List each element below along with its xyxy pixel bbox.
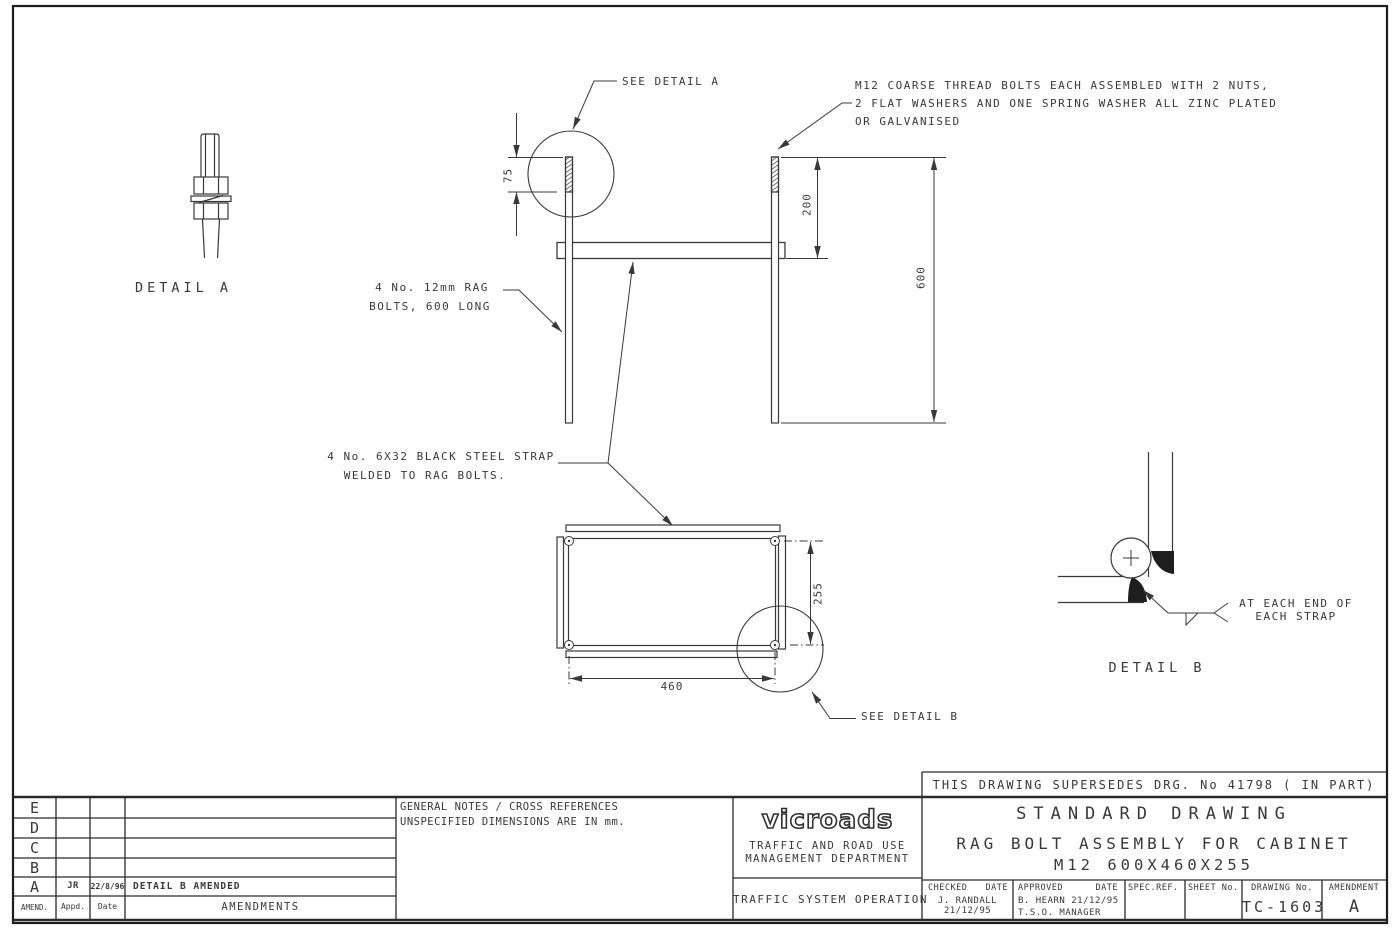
approved-name: B. HEARN 21/12/95 — [1018, 896, 1119, 906]
sheet-border — [11, 4, 1389, 925]
title-block-grid — [13, 771, 1387, 922]
detail-a-view — [190, 133, 232, 259]
weld-note-line2: EACH STRAP — [1255, 610, 1337, 623]
department-line1: TRAFFIC AND ROAD USE — [749, 840, 906, 852]
date-footer-label: Date — [97, 902, 118, 911]
approved-date-label: DATE — [1095, 883, 1118, 893]
dim-width-460: 460 — [660, 680, 684, 693]
amend-row-letter: D — [29, 819, 40, 837]
strap-note-line1: 4 No. 6X32 BLACK STEEL STRAP — [327, 450, 555, 463]
rag-bolts-note-line1: 4 No. 12mm RAG — [375, 281, 489, 294]
see-detail-a-callout: SEE DETAIL A — [622, 75, 720, 88]
amend-footer-label: AMEND. — [20, 903, 49, 912]
rag-bolts-note-line2: BOLTS, 600 LONG — [369, 300, 491, 313]
supersedes-note: THIS DRAWING SUPERSEDES DRG. No 41798 ( … — [932, 778, 1376, 792]
checked-label: CHECKED — [928, 883, 968, 893]
detail-b-view — [1058, 452, 1229, 627]
drawing-title-line1: RAG BOLT ASSEMBLY FOR CABINET — [956, 834, 1352, 853]
checked-header: CHECKED DATE — [928, 883, 1008, 893]
amend-row-desc: DETAIL B AMENDED — [133, 881, 241, 892]
amendment-value: A — [1348, 897, 1360, 917]
detail-b-label: DETAIL B — [1108, 660, 1206, 676]
approved-title: T.S.O. MANAGER — [1018, 908, 1101, 918]
dim-bolt-length-600: 600 — [914, 266, 928, 289]
general-notes-line1: GENERAL NOTES / CROSS REFERENCES — [400, 801, 619, 813]
m12-note-line3: OR GALVANISED — [855, 115, 961, 128]
checked-name: J. RANDALL — [937, 896, 998, 906]
general-notes-line2: UNSPECIFIED DIMENSIONS ARE IN mm. — [400, 816, 626, 828]
amendment-label: AMENDMENT — [1328, 883, 1380, 893]
see-detail-b-callout: SEE DETAIL B — [861, 710, 959, 723]
elevation-view — [503, 80, 946, 527]
amendments-footer-title: AMENDMENTS — [221, 901, 300, 913]
operation-label: TRAFFIC SYSTEM OPERATION — [733, 893, 928, 906]
amend-row-date: 22/8/96 — [90, 882, 125, 891]
approved-header: APPROVED DATE — [1018, 883, 1118, 893]
department-line2: MANAGEMENT DEPARTMENT — [745, 853, 910, 865]
approved-label: APPROVED — [1018, 883, 1063, 893]
spec-ref-label: SPEC.REF. — [1128, 883, 1179, 893]
plan-view — [556, 524, 856, 719]
amend-row-letter: C — [29, 839, 40, 857]
checked-date-label: DATE — [985, 883, 1008, 893]
drawing-title-line2: M12 600X460X255 — [1054, 856, 1254, 874]
checked-date: 21/12/95 — [943, 906, 992, 916]
weld-note-line1: AT EACH END OF — [1239, 597, 1353, 610]
amend-row-letter: E — [29, 799, 40, 817]
sheet-no-label: SHEET No. — [1188, 883, 1239, 893]
strap-note-line2: WELDED TO RAG BOLTS. — [343, 469, 507, 482]
m12-note-line1: M12 COARSE THREAD BOLTS EACH ASSEMBLED W… — [855, 79, 1270, 92]
standard-drawing-heading: STANDARD DRAWING — [1016, 804, 1292, 824]
vicroads-logo: vicroads — [761, 804, 894, 836]
dim-top-to-strap-200: 200 — [800, 193, 814, 216]
amend-row-letter: A — [29, 878, 40, 896]
amend-row-letter: B — [29, 859, 40, 877]
dim-thread-75: 75 — [501, 167, 515, 184]
detail-a-label: DETAIL A — [135, 280, 233, 296]
drawing-no-value: TC-1603 — [1242, 898, 1327, 916]
dim-depth-255: 255 — [811, 582, 825, 605]
amend-row-appd: JR — [67, 881, 79, 891]
drawing-no-label: DRAWING No. — [1251, 883, 1313, 893]
m12-note-line2: 2 FLAT WASHERS AND ONE SPRING WASHER ALL… — [855, 97, 1278, 110]
appd-footer-label: Appd. — [60, 902, 86, 911]
